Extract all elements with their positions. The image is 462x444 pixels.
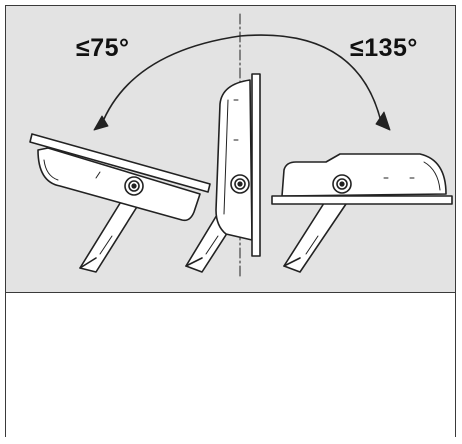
tilt-angle-right-label: ≤135° bbox=[350, 34, 418, 62]
floodlight-right bbox=[271, 153, 453, 273]
arrow-left-icon bbox=[93, 115, 109, 131]
floodlight-left bbox=[29, 133, 211, 273]
arrow-right-icon bbox=[375, 111, 391, 131]
front-panel-left bbox=[29, 133, 211, 193]
housing-center bbox=[215, 79, 253, 241]
housing-right bbox=[281, 153, 447, 197]
housing-left bbox=[37, 147, 201, 222]
rotation-arc bbox=[100, 34, 383, 127]
blank-lower-panel bbox=[6, 293, 455, 437]
front-panel-center bbox=[251, 73, 261, 257]
floodlight-center bbox=[185, 73, 261, 273]
diagram-frame bbox=[5, 5, 456, 437]
tilt-angle-left-label: ≤75° bbox=[76, 34, 130, 62]
front-panel-right bbox=[271, 195, 453, 205]
